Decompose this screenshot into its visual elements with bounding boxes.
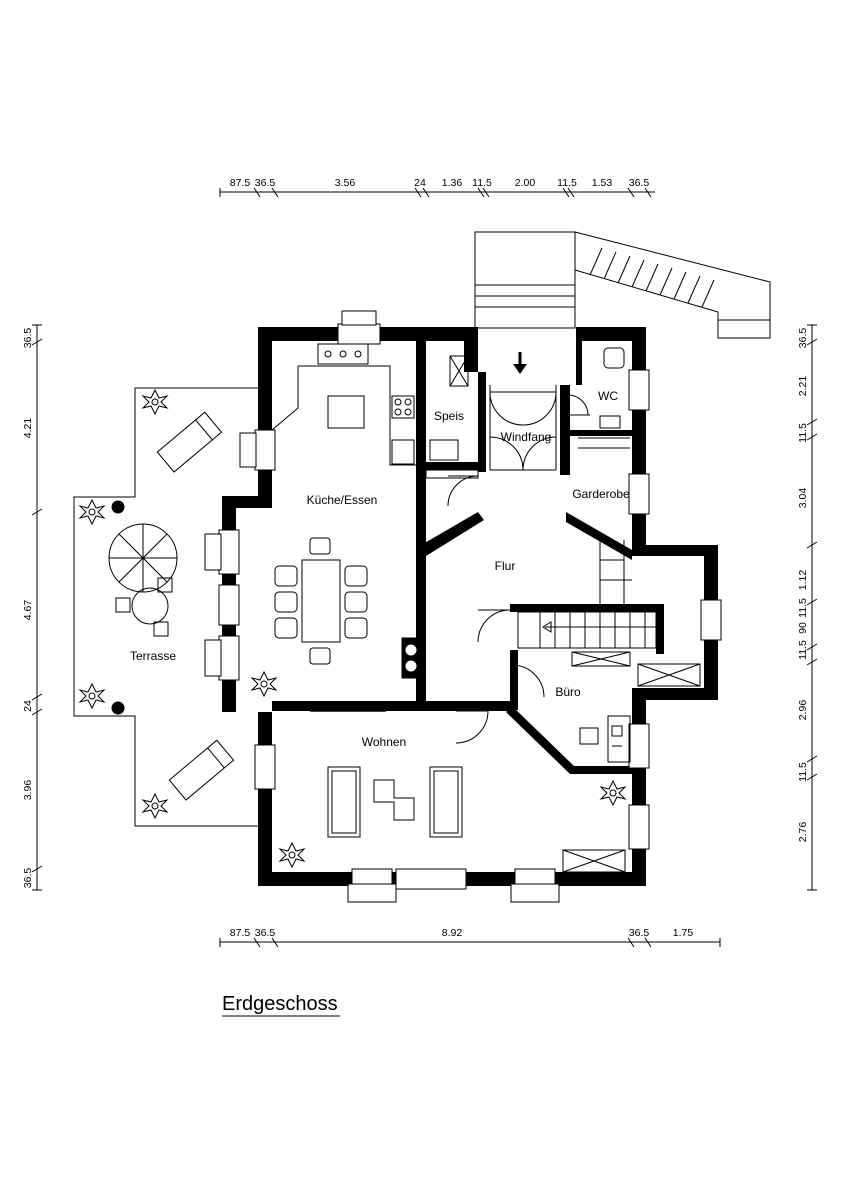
- plant-icon: [599, 779, 627, 807]
- room-label-speis: Speis: [434, 409, 464, 423]
- room-label-flur: Flur: [495, 559, 516, 573]
- windows: [204, 310, 722, 903]
- dimension-top: 87.5 36.5 3.56 24 1.36 11.5 2.00 11.5 1.…: [219, 177, 655, 198]
- room-label-kueche: Küche/Essen: [307, 493, 378, 507]
- doors: [310, 385, 590, 744]
- dim-right-3: 11.5: [797, 423, 809, 443]
- dim-top-10: 36.5: [629, 177, 650, 189]
- terrace-outline: [73, 387, 258, 827]
- dim-top-5: 1.36: [442, 177, 463, 189]
- interior-stairs: [517, 540, 660, 649]
- dim-right-2: 2.21: [797, 376, 809, 397]
- dim-top-2: 36.5: [255, 177, 276, 189]
- dim-right-6: 11.5: [797, 598, 809, 618]
- dimension-left: 36.5 4.21 4.67 24 3.96 36.5: [22, 324, 43, 891]
- room-label-garderobe: Garderobe: [572, 487, 630, 501]
- dim-right-4: 3.04: [797, 488, 809, 509]
- dim-bottom-3: 8.92: [442, 927, 463, 939]
- dim-left-3: 4.67: [22, 600, 34, 621]
- dim-bottom-4: 36.5: [629, 927, 650, 939]
- dim-right-11: 2.76: [797, 822, 809, 843]
- entrance-stairs: [474, 231, 771, 339]
- office-desk: [579, 715, 631, 763]
- entrance-arrow-icon: [513, 352, 527, 374]
- kitchen-furniture: [271, 343, 421, 679]
- dim-right-7: 90: [797, 622, 809, 634]
- wc-fixtures: [578, 347, 630, 449]
- dim-left-4: 24: [22, 700, 34, 712]
- dim-top-3: 3.56: [335, 177, 356, 189]
- dim-top-8: 11.5: [557, 177, 577, 189]
- room-label-wohnen: Wohnen: [362, 735, 406, 749]
- dim-right-1: 36.5: [797, 328, 809, 349]
- plant-icon: [78, 682, 106, 710]
- plant-icon: [250, 670, 278, 698]
- plan-title: Erdgeschoss: [222, 993, 338, 1015]
- dim-bottom-2: 36.5: [255, 927, 276, 939]
- dim-top-4: 24: [414, 177, 426, 189]
- dim-right-10: 11.5: [797, 762, 809, 782]
- pantry-shelf: [429, 355, 469, 461]
- dim-top-9: 1.53: [592, 177, 613, 189]
- terrace-furniture: [108, 411, 235, 801]
- dimension-bottom: 87.5 36.5 8.92 36.5 1.75: [219, 927, 721, 948]
- dim-bottom-5: 1.75: [673, 927, 694, 939]
- dim-top-7: 2.00: [515, 177, 536, 189]
- plant-icon: [141, 388, 169, 416]
- dim-right-9: 2.96: [797, 700, 809, 721]
- plant-icon: [78, 498, 106, 526]
- plant-icon: [141, 792, 169, 820]
- plant-icons: [78, 388, 627, 869]
- dimension-right: 36.5 2.21 11.5 3.04 1.12 11.5 90 11.5 2.…: [797, 324, 818, 891]
- dim-left-6: 36.5: [22, 868, 34, 889]
- living-furniture: [327, 766, 626, 873]
- dim-top-1: 87.5: [230, 177, 251, 189]
- dim-bottom-1: 87.5: [230, 927, 251, 939]
- room-label-terrasse: Terrasse: [130, 649, 176, 663]
- room-label-buero: Büro: [555, 685, 581, 699]
- dim-left-5: 3.96: [22, 780, 34, 801]
- room-label-wc: WC: [598, 389, 618, 403]
- room-label-windfang: Windfang: [501, 430, 552, 444]
- wardrobe: [571, 651, 701, 687]
- dim-right-5: 1.12: [797, 570, 809, 591]
- plant-icon: [278, 841, 306, 869]
- walls: [222, 327, 718, 886]
- dim-left-2: 4.21: [22, 418, 34, 439]
- dim-right-8: 11.5: [797, 640, 809, 660]
- dim-top-6: 11.5: [472, 177, 492, 189]
- dim-left-1: 36.5: [22, 328, 34, 349]
